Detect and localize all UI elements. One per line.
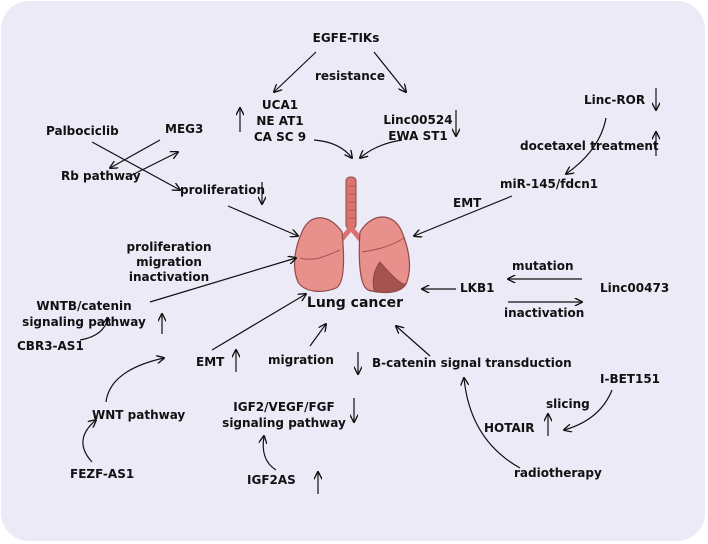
label-slicing: slicing <box>546 397 590 411</box>
node-i-bet151: I-BET151 <box>600 372 661 386</box>
label-docetaxel-treatment: docetaxel treatment <box>520 139 659 153</box>
node-hotair: HOTAIR <box>484 421 535 435</box>
node-linc00524: Linc00524 <box>383 113 453 127</box>
node-mir145-fdcn1: miR-145/fdcn1 <box>500 177 599 191</box>
arrow-lincror-to-mir145 <box>566 117 607 174</box>
node-migration: migration <box>268 353 334 367</box>
arrow-meg3-to-rb <box>110 139 161 168</box>
node-emt-left: EMT <box>196 355 225 369</box>
node-wntb-catenin-1: WNTB/catenin <box>36 299 132 313</box>
arrow-wntb-to-lung <box>149 258 296 303</box>
arrow-egfr-to-linc00524 <box>373 51 406 92</box>
node-lkb1: LKB1 <box>460 281 495 295</box>
node-wnt-pathway: WNT pathway <box>92 408 186 422</box>
label-proliferation-block-2: migration <box>136 255 202 269</box>
node-igf2as: IGF2AS <box>247 473 296 487</box>
arrow-egfr-to-uca1 <box>274 51 317 92</box>
node-meg3: MEG3 <box>165 122 204 136</box>
arrow-emt-to-lung <box>211 294 306 351</box>
label-proliferation-block-1: proliferation <box>126 240 212 254</box>
node-egfr-tkis: EGFE-TIKs <box>312 31 380 45</box>
arrow-mir145-to-lung <box>414 195 513 236</box>
node-ewast1: EWA ST1 <box>388 129 448 143</box>
node-igf2-1: IGF2/VEGF/FGF <box>233 400 335 414</box>
label-mutation: mutation <box>512 259 574 273</box>
node-proliferation: proliferation <box>180 183 265 197</box>
node-rb-pathway: Rb pathway <box>61 169 141 183</box>
node-uca1: UCA1 <box>261 98 299 112</box>
node-casc9: CA SC 9 <box>253 130 307 144</box>
label-resistance: resistance <box>314 69 386 83</box>
label-proliferation-block-3: inactivation <box>128 270 210 284</box>
node-linc-ror: Linc-ROR <box>584 93 646 107</box>
node-neat1: NE AT1 <box>256 114 304 128</box>
arrow-wnt-to-emt <box>105 358 164 403</box>
node-lung-cancer: Lung cancer <box>306 295 404 311</box>
node-fezf-as1: FEZF-AS1 <box>70 467 135 481</box>
arrow-linc00524-to-lung <box>360 139 403 158</box>
arrow-radiotherapy-to-bcatenin <box>464 378 521 469</box>
arrow-migration-to-lung <box>309 324 326 347</box>
lungs-icon <box>293 176 411 294</box>
arrow-rb-to-meg3 <box>129 152 178 177</box>
node-cbr3-as1: CBR3-AS1 <box>17 339 84 353</box>
node-palbociclib: Palbociclib <box>46 124 119 138</box>
arrow-cbr3-to-wntb <box>79 318 108 341</box>
regulation-indicators <box>162 88 656 494</box>
node-wntb-catenin-2: signaling pathway <box>22 315 146 329</box>
arrow-ibet151-to-hotair <box>564 389 613 430</box>
node-linc00473: Linc00473 <box>600 281 670 295</box>
arrow-igf2as-to-igf2 <box>263 436 277 471</box>
arrow-bcatenin-to-lung <box>396 326 431 357</box>
label-emt-right: EMT <box>453 196 482 210</box>
arrow-fezf-to-wnt <box>82 420 96 463</box>
arrow-proliferation-to-lung <box>227 205 298 236</box>
label-inactivation: inactivation <box>504 306 585 320</box>
node-b-catenin: B-catenin signal transduction <box>372 356 572 370</box>
arrow-uca1-to-lung <box>313 139 352 158</box>
node-igf2-2: signaling pathway <box>222 416 346 430</box>
node-radiotherapy: radiotherapy <box>514 466 602 480</box>
arrow-palbociclib-to-proliferation <box>91 141 180 190</box>
